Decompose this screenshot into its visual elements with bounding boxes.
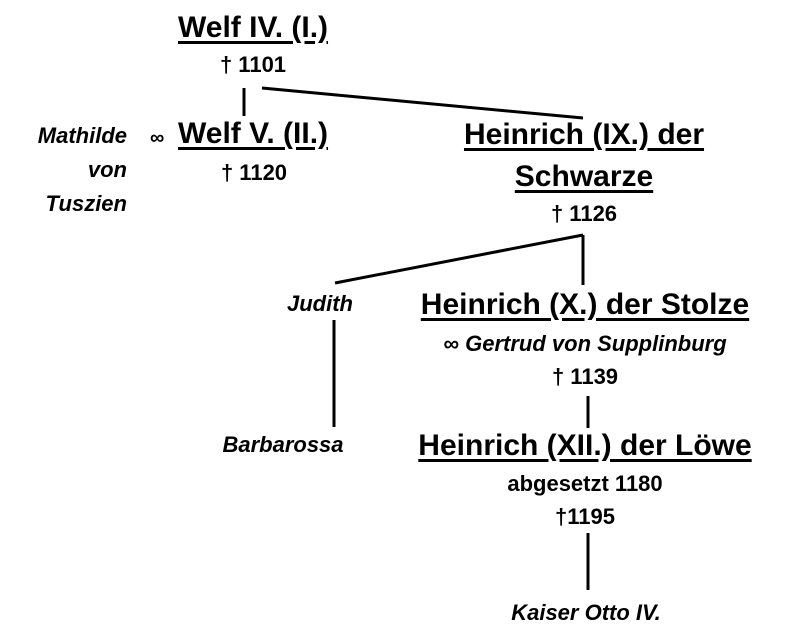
welf5-death: † 1120 — [220, 160, 288, 185]
mathilde-line1: Mathilde — [37, 123, 127, 148]
welf4-death: † 1101 — [219, 52, 287, 77]
heinrich9-name-line2: Schwarze — [514, 160, 654, 193]
welf5-name: Welf V. (II.) — [178, 117, 329, 150]
judith-name: Judith — [287, 291, 353, 316]
heinrich10-death: † 1139 — [551, 364, 619, 389]
heinrich12-note: abgesetzt 1180 — [507, 471, 663, 496]
otto-name: Kaiser Otto IV. — [511, 600, 661, 625]
heinrich9-name-line1: Heinrich (IX.) der — [463, 118, 705, 151]
welf4-name: Welf IV. (I.) — [177, 11, 329, 44]
barbarossa-name: Barbarossa — [222, 432, 344, 457]
heinrich12-death: †1195 — [555, 504, 615, 529]
line-heinrich9-judith — [334, 233, 584, 285]
mathilde-line2: von — [87, 157, 127, 182]
mathilde-line3: Tuszien — [45, 191, 127, 216]
line-welf4-heinrich9 — [261, 86, 584, 120]
welf5-marriage-symbol: ∞ — [150, 127, 165, 149]
heinrich10-name: Heinrich (X.) der Stolze — [420, 288, 750, 321]
heinrich10-spouse: ∞ Gertrud von Supplinburg — [443, 331, 727, 356]
heinrich12-name: Heinrich (XII.) der Löwe — [418, 429, 752, 462]
heinrich9-death: † 1126 — [550, 201, 618, 226]
